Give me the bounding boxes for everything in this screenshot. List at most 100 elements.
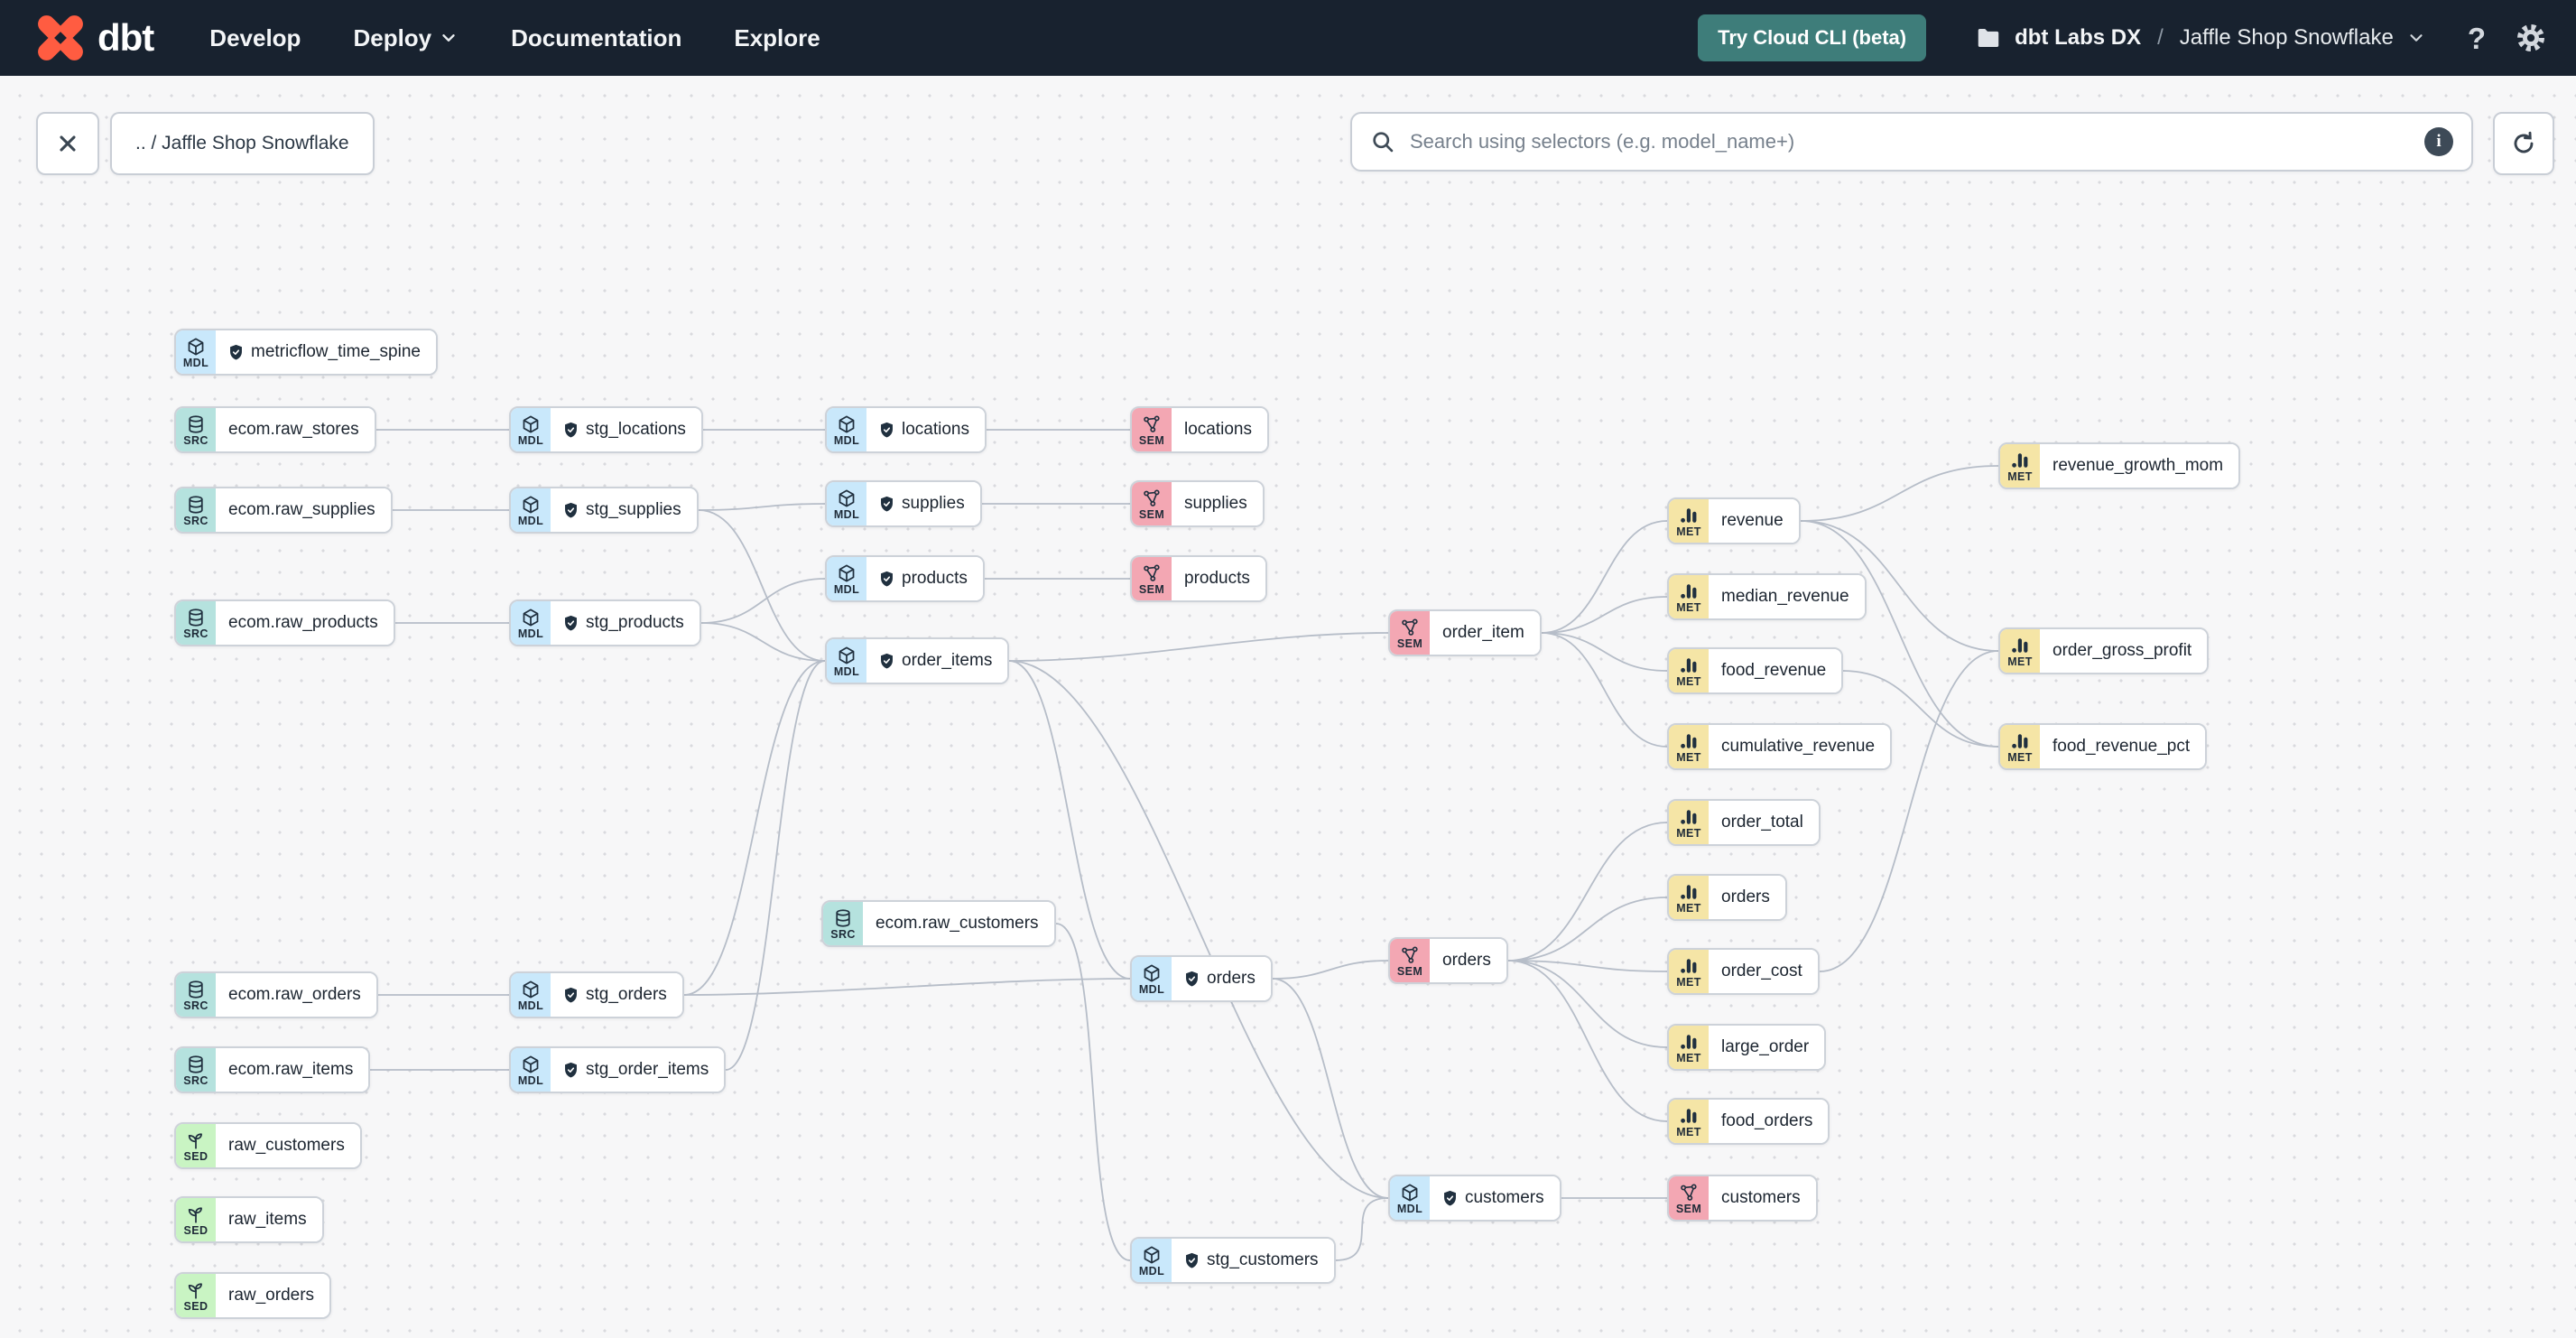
node-label-text: locations	[902, 420, 969, 439]
cube-icon	[521, 980, 541, 999]
breadcrumb[interactable]: .. / Jaffle Shop Snowflake	[110, 112, 375, 175]
dbt-logo[interactable]: dbt	[34, 12, 154, 64]
node-label-text: ecom.raw_stores	[228, 420, 359, 439]
edge-mdl_order_items-to-mdl_customers	[1008, 660, 1389, 1199]
cube-icon	[837, 488, 857, 508]
shield-icon	[1442, 1190, 1458, 1207]
help-icon[interactable]: ?	[2467, 21, 2486, 55]
edge-stg_products-to-mdl_products	[700, 578, 826, 624]
node-type-badge: MDL	[1390, 1176, 1430, 1220]
shield-icon	[563, 422, 579, 439]
nav-develop[interactable]: Develop	[209, 24, 301, 52]
node-met_food_revenue[interactable]: MET food_revenue	[1667, 647, 1844, 694]
edge-stg_supplies-to-mdl_order_items	[698, 509, 826, 662]
edge-src_raw_customers-to-mdl_stg_customers	[1055, 923, 1131, 1261]
account-name[interactable]: dbt Labs DX	[2015, 25, 2142, 50]
node-type-label: SED	[183, 1224, 208, 1238]
edge-stg_order_items-to-mdl_order_items	[725, 660, 826, 1071]
node-label: food_revenue	[1709, 649, 1842, 692]
edge-stg_products-to-mdl_order_items	[700, 622, 826, 662]
try-cloud-cli-button[interactable]: Try Cloud CLI (beta)	[1698, 14, 1927, 61]
node-label: metricflow_time_spine	[216, 330, 436, 374]
node-label-text: locations	[1184, 420, 1252, 439]
node-type-badge: SRC	[176, 488, 216, 532]
node-sem_locations[interactable]: SEM locations	[1130, 406, 1269, 453]
refresh-button[interactable]	[2493, 112, 2554, 175]
node-label: ecom.raw_customers	[863, 902, 1054, 945]
node-type-badge: SEM	[1132, 408, 1172, 451]
close-icon	[60, 135, 76, 152]
node-label: order_item	[1430, 611, 1540, 655]
gear-icon[interactable]	[2513, 20, 2549, 56]
node-type-label: MET	[2007, 751, 2033, 765]
node-type-label: SEM	[1396, 637, 1423, 651]
lineage-canvas[interactable]	[0, 76, 2576, 1338]
node-label-text: raw_orders	[228, 1286, 315, 1305]
node-type-label: MDL	[1396, 1203, 1423, 1216]
node-sem_order_item[interactable]: SEM order_item	[1388, 609, 1542, 656]
node-label: food_orders	[1709, 1100, 1829, 1143]
nav-documentation[interactable]: Documentation	[511, 24, 681, 52]
nav-explore[interactable]: Explore	[734, 24, 820, 52]
database-icon	[186, 1055, 206, 1074]
info-icon[interactable]: i	[2424, 127, 2453, 156]
nav-deploy[interactable]: Deploy	[353, 24, 459, 52]
node-label-text: order_gross_profit	[2052, 641, 2192, 660]
node-type-label: MET	[1676, 675, 1701, 689]
node-type-label: SEM	[1675, 1203, 1702, 1216]
search-input[interactable]	[1408, 129, 2424, 154]
node-label: order_items	[866, 639, 1008, 683]
node-type-badge: MDL	[511, 408, 551, 451]
cube-icon	[1142, 1245, 1162, 1265]
database-icon	[833, 908, 853, 928]
node-label-text: products	[1184, 569, 1250, 588]
chevron-down-icon[interactable]	[2406, 28, 2426, 48]
close-lineage-button[interactable]	[36, 112, 99, 175]
node-label: customers	[1709, 1176, 1816, 1220]
node-sem_customers[interactable]: SEM customers	[1667, 1175, 1818, 1222]
node-label: raw_orders	[216, 1274, 330, 1317]
project-name[interactable]: Jaffle Shop Snowflake	[2179, 25, 2394, 50]
node-label: ecom.raw_items	[216, 1048, 369, 1092]
node-label-text: order_cost	[1721, 962, 1802, 980]
node-label-text: ecom.raw_customers	[876, 914, 1039, 933]
nav-explore-label: Explore	[734, 23, 820, 51]
dbt-logo-icon	[38, 15, 83, 60]
